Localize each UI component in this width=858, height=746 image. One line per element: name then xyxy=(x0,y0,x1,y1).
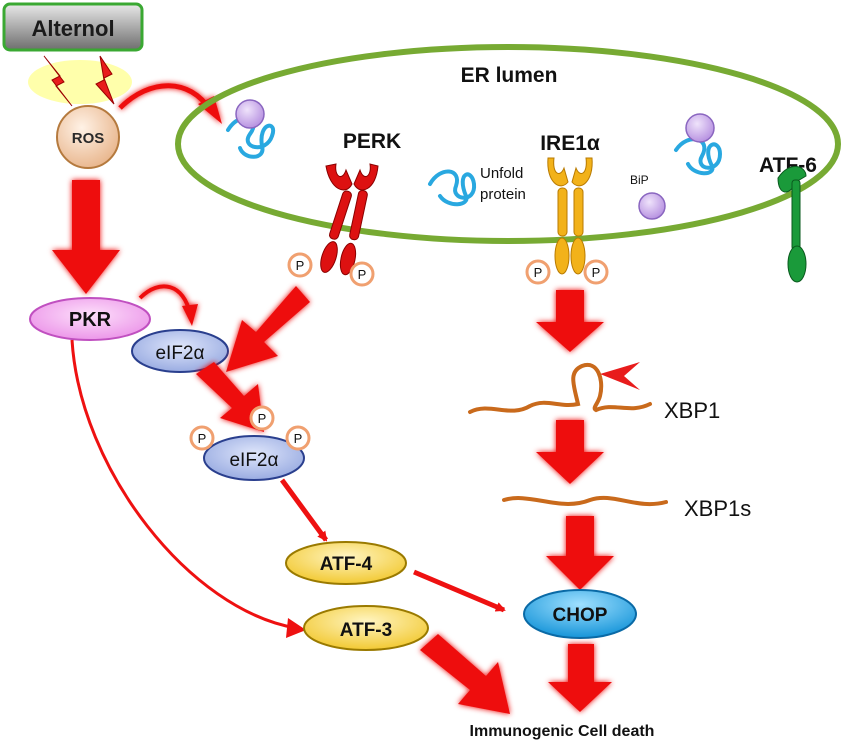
atf4-label: ATF-4 xyxy=(320,554,373,575)
pkr-to-atf3-arrow xyxy=(70,339,306,638)
er-membrane xyxy=(175,44,841,244)
xbp1-mrna-icon xyxy=(468,362,652,414)
ire1a-label: IRE1α xyxy=(540,132,600,155)
phospho-label: P xyxy=(358,267,367,282)
phospho-badge: P xyxy=(525,259,551,285)
perk-label: PERK xyxy=(343,130,401,153)
ros-to-pkr-arrow xyxy=(52,180,120,294)
atf4-node: ATF-4 xyxy=(285,541,407,585)
bip-icon xyxy=(685,113,715,143)
perk-to-eif2a-arrow xyxy=(226,286,310,372)
phospho-badge: P xyxy=(287,252,313,278)
pkr-node: PKR xyxy=(29,297,151,341)
unfold-protein-label-2: protein xyxy=(480,186,526,203)
xbp1-label: XBP1 xyxy=(664,398,720,423)
phospho-label: P xyxy=(294,431,303,446)
unfolded-protein-icon xyxy=(428,169,477,207)
phospho-badge: P xyxy=(583,259,609,285)
ros-node: ROS xyxy=(56,105,120,169)
phospho-label: P xyxy=(198,431,207,446)
bip-icon xyxy=(235,99,265,129)
atf3-node: ATF-3 xyxy=(303,605,429,651)
ire1a-receptor-icon xyxy=(547,157,593,275)
atf6-receptor-icon xyxy=(777,166,807,283)
alternol-label: Alternol xyxy=(31,16,114,41)
bip-icon xyxy=(638,192,666,220)
immunogenic-cell-death-label: Immunogenic Cell death xyxy=(470,723,655,740)
phospho-label: P xyxy=(534,265,543,280)
eif2a-to-atf4-arrow xyxy=(279,478,329,542)
alternol-box: Alternol xyxy=(2,2,144,52)
ire1a-to-xbp1-arrow xyxy=(536,290,604,352)
er-lumen-label: ER lumen xyxy=(461,64,558,87)
eif2a-phosphorylation-arrow xyxy=(196,362,264,432)
chop-to-death-arrow xyxy=(548,644,612,712)
xbp1s-to-chop-arrow xyxy=(546,516,614,590)
splice-scissors-icon xyxy=(600,362,640,390)
atf3-label: ATF-3 xyxy=(340,620,392,641)
phospho-badge: P xyxy=(285,425,311,451)
eif2a-label: eIF2α xyxy=(155,343,204,364)
perk-receptor-icon xyxy=(320,163,379,276)
ros-label: ROS xyxy=(72,130,105,147)
xbp1s-label: XBP1s xyxy=(684,496,751,521)
phospho-label: P xyxy=(258,411,267,426)
phospho-badge: P xyxy=(249,405,275,431)
eif2a-p-node: eIF2α xyxy=(203,435,305,481)
unfold-protein-label-1: Unfold xyxy=(480,165,523,182)
xbp1s-mrna-icon xyxy=(502,495,668,507)
lightning-bolts-icon xyxy=(28,55,132,107)
eif2a-node: eIF2α xyxy=(131,329,229,373)
atf4-to-chop-arrow xyxy=(413,569,506,613)
xbp1-to-xbp1s-arrow xyxy=(536,420,604,484)
phospho-badge: P xyxy=(189,425,215,451)
phospho-label: P xyxy=(296,258,305,273)
phospho-label: P xyxy=(592,265,601,280)
unfolded-protein-icon xyxy=(674,137,723,176)
phospho-badge: P xyxy=(349,261,375,287)
pkr-label: PKR xyxy=(69,309,112,331)
chop-node: CHOP xyxy=(523,589,637,639)
pkr-to-eif2a-arrow xyxy=(138,284,198,326)
eif2a-p-label: eIF2α xyxy=(229,450,278,471)
chop-label: CHOP xyxy=(553,605,608,626)
atf3-to-death-arrow xyxy=(420,634,510,714)
bip-label: BiP xyxy=(630,173,649,187)
